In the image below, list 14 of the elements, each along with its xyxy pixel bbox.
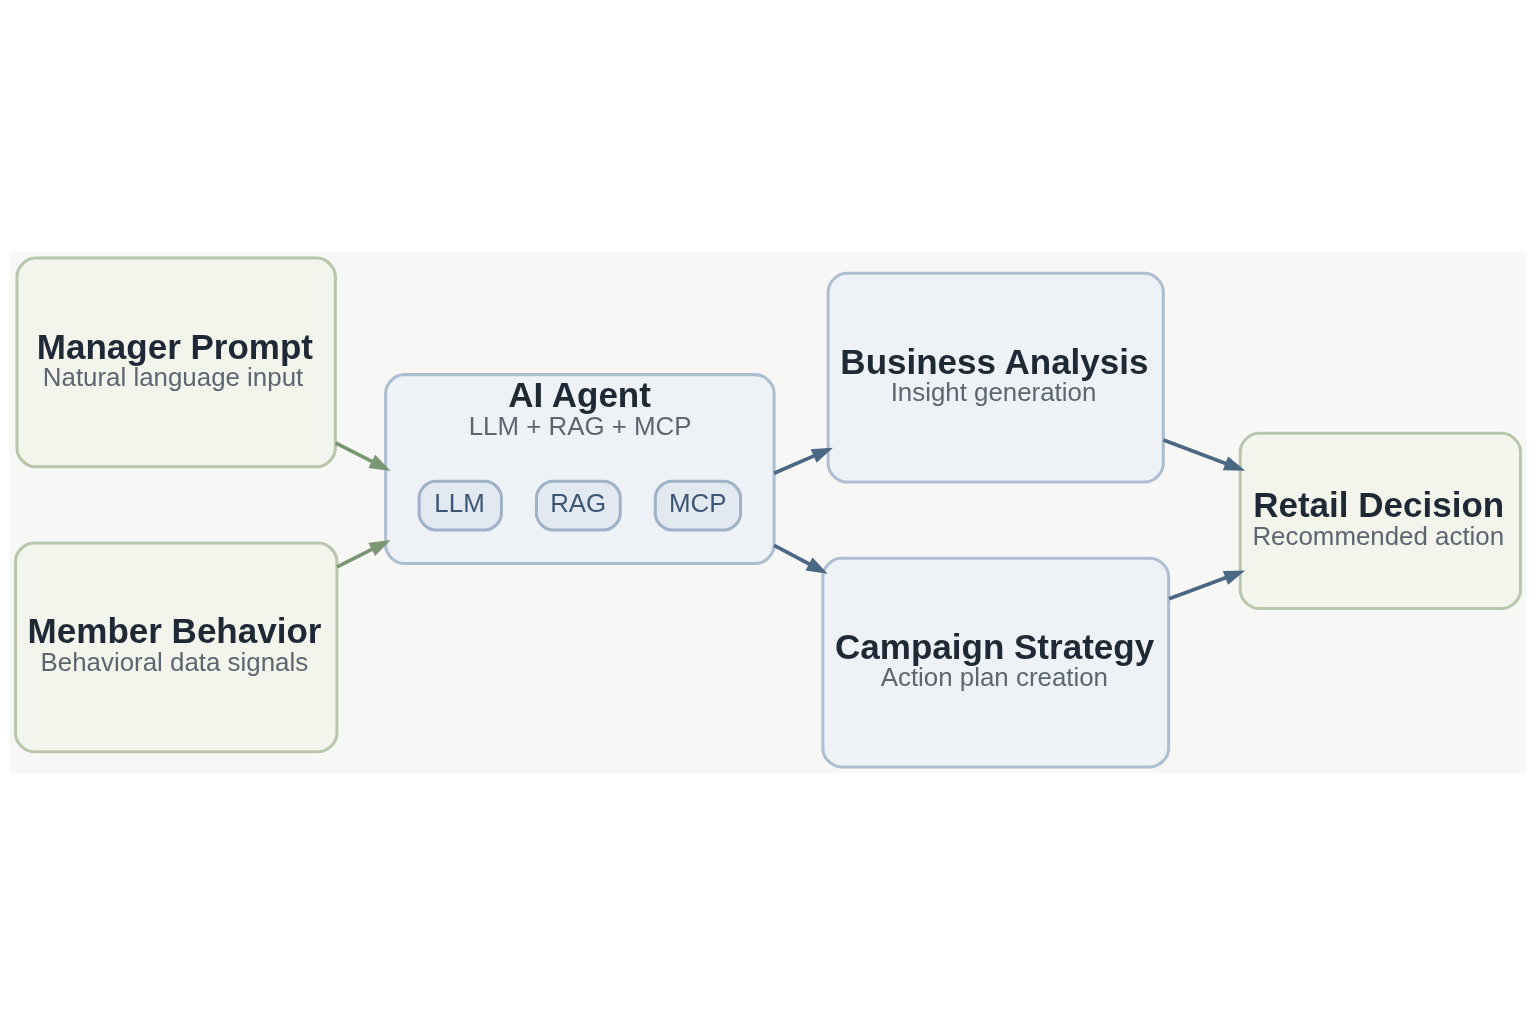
arrow: [773, 447, 833, 475]
node-box: LLM: [417, 479, 503, 532]
arrow: [1162, 437, 1246, 471]
node-box: Member Behavior Behavioral data signals: [13, 540, 339, 753]
arrow: [773, 543, 828, 574]
node-box: MCP: [653, 479, 743, 532]
node-box: RAG: [534, 479, 622, 532]
arrow: [334, 440, 391, 471]
node-box: Retail Decision Recommended action: [1238, 431, 1523, 610]
node-box: Business Analysis Insight generation: [826, 271, 1165, 484]
node-box: Campaign Strategy Action plan creation: [821, 556, 1171, 768]
arrow: [1168, 570, 1246, 600]
arrow: [336, 539, 391, 569]
node-box: Manager Prompt Natural language input: [15, 256, 337, 468]
